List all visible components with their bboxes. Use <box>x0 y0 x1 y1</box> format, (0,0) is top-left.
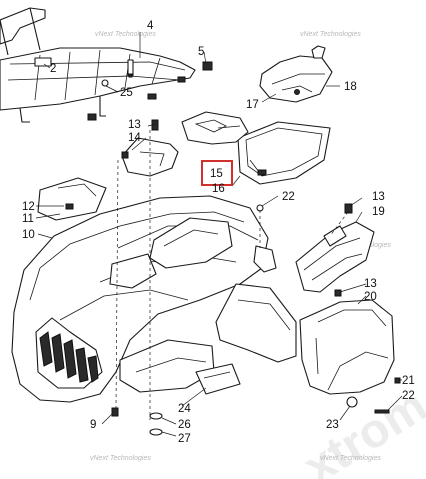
callout-18: 18 <box>344 81 357 93</box>
side-panel-lower <box>299 299 395 408</box>
grille-slats <box>39 331 99 383</box>
callout-9: 9 <box>90 419 96 431</box>
front-fender-hood <box>11 195 297 403</box>
callout-25: 25 <box>120 87 133 99</box>
leader-lines <box>35 32 403 437</box>
callout-13: 13 <box>364 278 377 290</box>
callout-21: 21 <box>402 375 415 387</box>
storage-lid <box>259 45 333 103</box>
storage-tray <box>237 121 331 185</box>
side-panel-upper <box>295 221 375 293</box>
callout-16: 16 <box>212 183 225 195</box>
side-panel-decal <box>37 177 107 221</box>
callout-4: 4 <box>147 20 154 32</box>
callout-15: 15 <box>210 168 223 180</box>
callout-2: 2 <box>50 63 56 75</box>
callout-labels: 4 5 2 25 18 17 13 14 15 16 22 13 19 12 1… <box>22 20 415 445</box>
callout-20: 20 <box>364 291 377 303</box>
watermark-text: vNext Technologies <box>90 455 151 462</box>
callout-12: 12 <box>22 201 35 213</box>
callout-22: 22 <box>402 390 415 402</box>
callout-23: 23 <box>326 419 339 431</box>
callout-13: 13 <box>372 191 385 203</box>
watermark-text: vNext Technologies <box>95 31 156 38</box>
watermark-text: vNext Technologies <box>300 31 361 38</box>
bottom-fasteners <box>111 407 163 436</box>
callout-17: 17 <box>246 99 259 111</box>
front-rack <box>0 7 213 123</box>
callout-19: 19 <box>372 206 385 218</box>
highlight-box <box>201 160 233 186</box>
callout-5: 5 <box>198 46 204 58</box>
fasteners <box>121 119 401 414</box>
watermark-text: vNext Technologies <box>320 455 381 462</box>
callout-13: 13 <box>128 119 141 131</box>
dash-trim-plate <box>121 111 249 177</box>
callout-14: 14 <box>128 132 141 144</box>
callout-10: 10 <box>22 229 35 241</box>
callout-11: 11 <box>22 213 34 225</box>
callout-27: 27 <box>178 433 191 445</box>
callout-24: 24 <box>178 403 191 415</box>
fender-decal <box>195 363 241 395</box>
callout-22: 22 <box>282 191 295 203</box>
callout-26: 26 <box>178 419 191 431</box>
